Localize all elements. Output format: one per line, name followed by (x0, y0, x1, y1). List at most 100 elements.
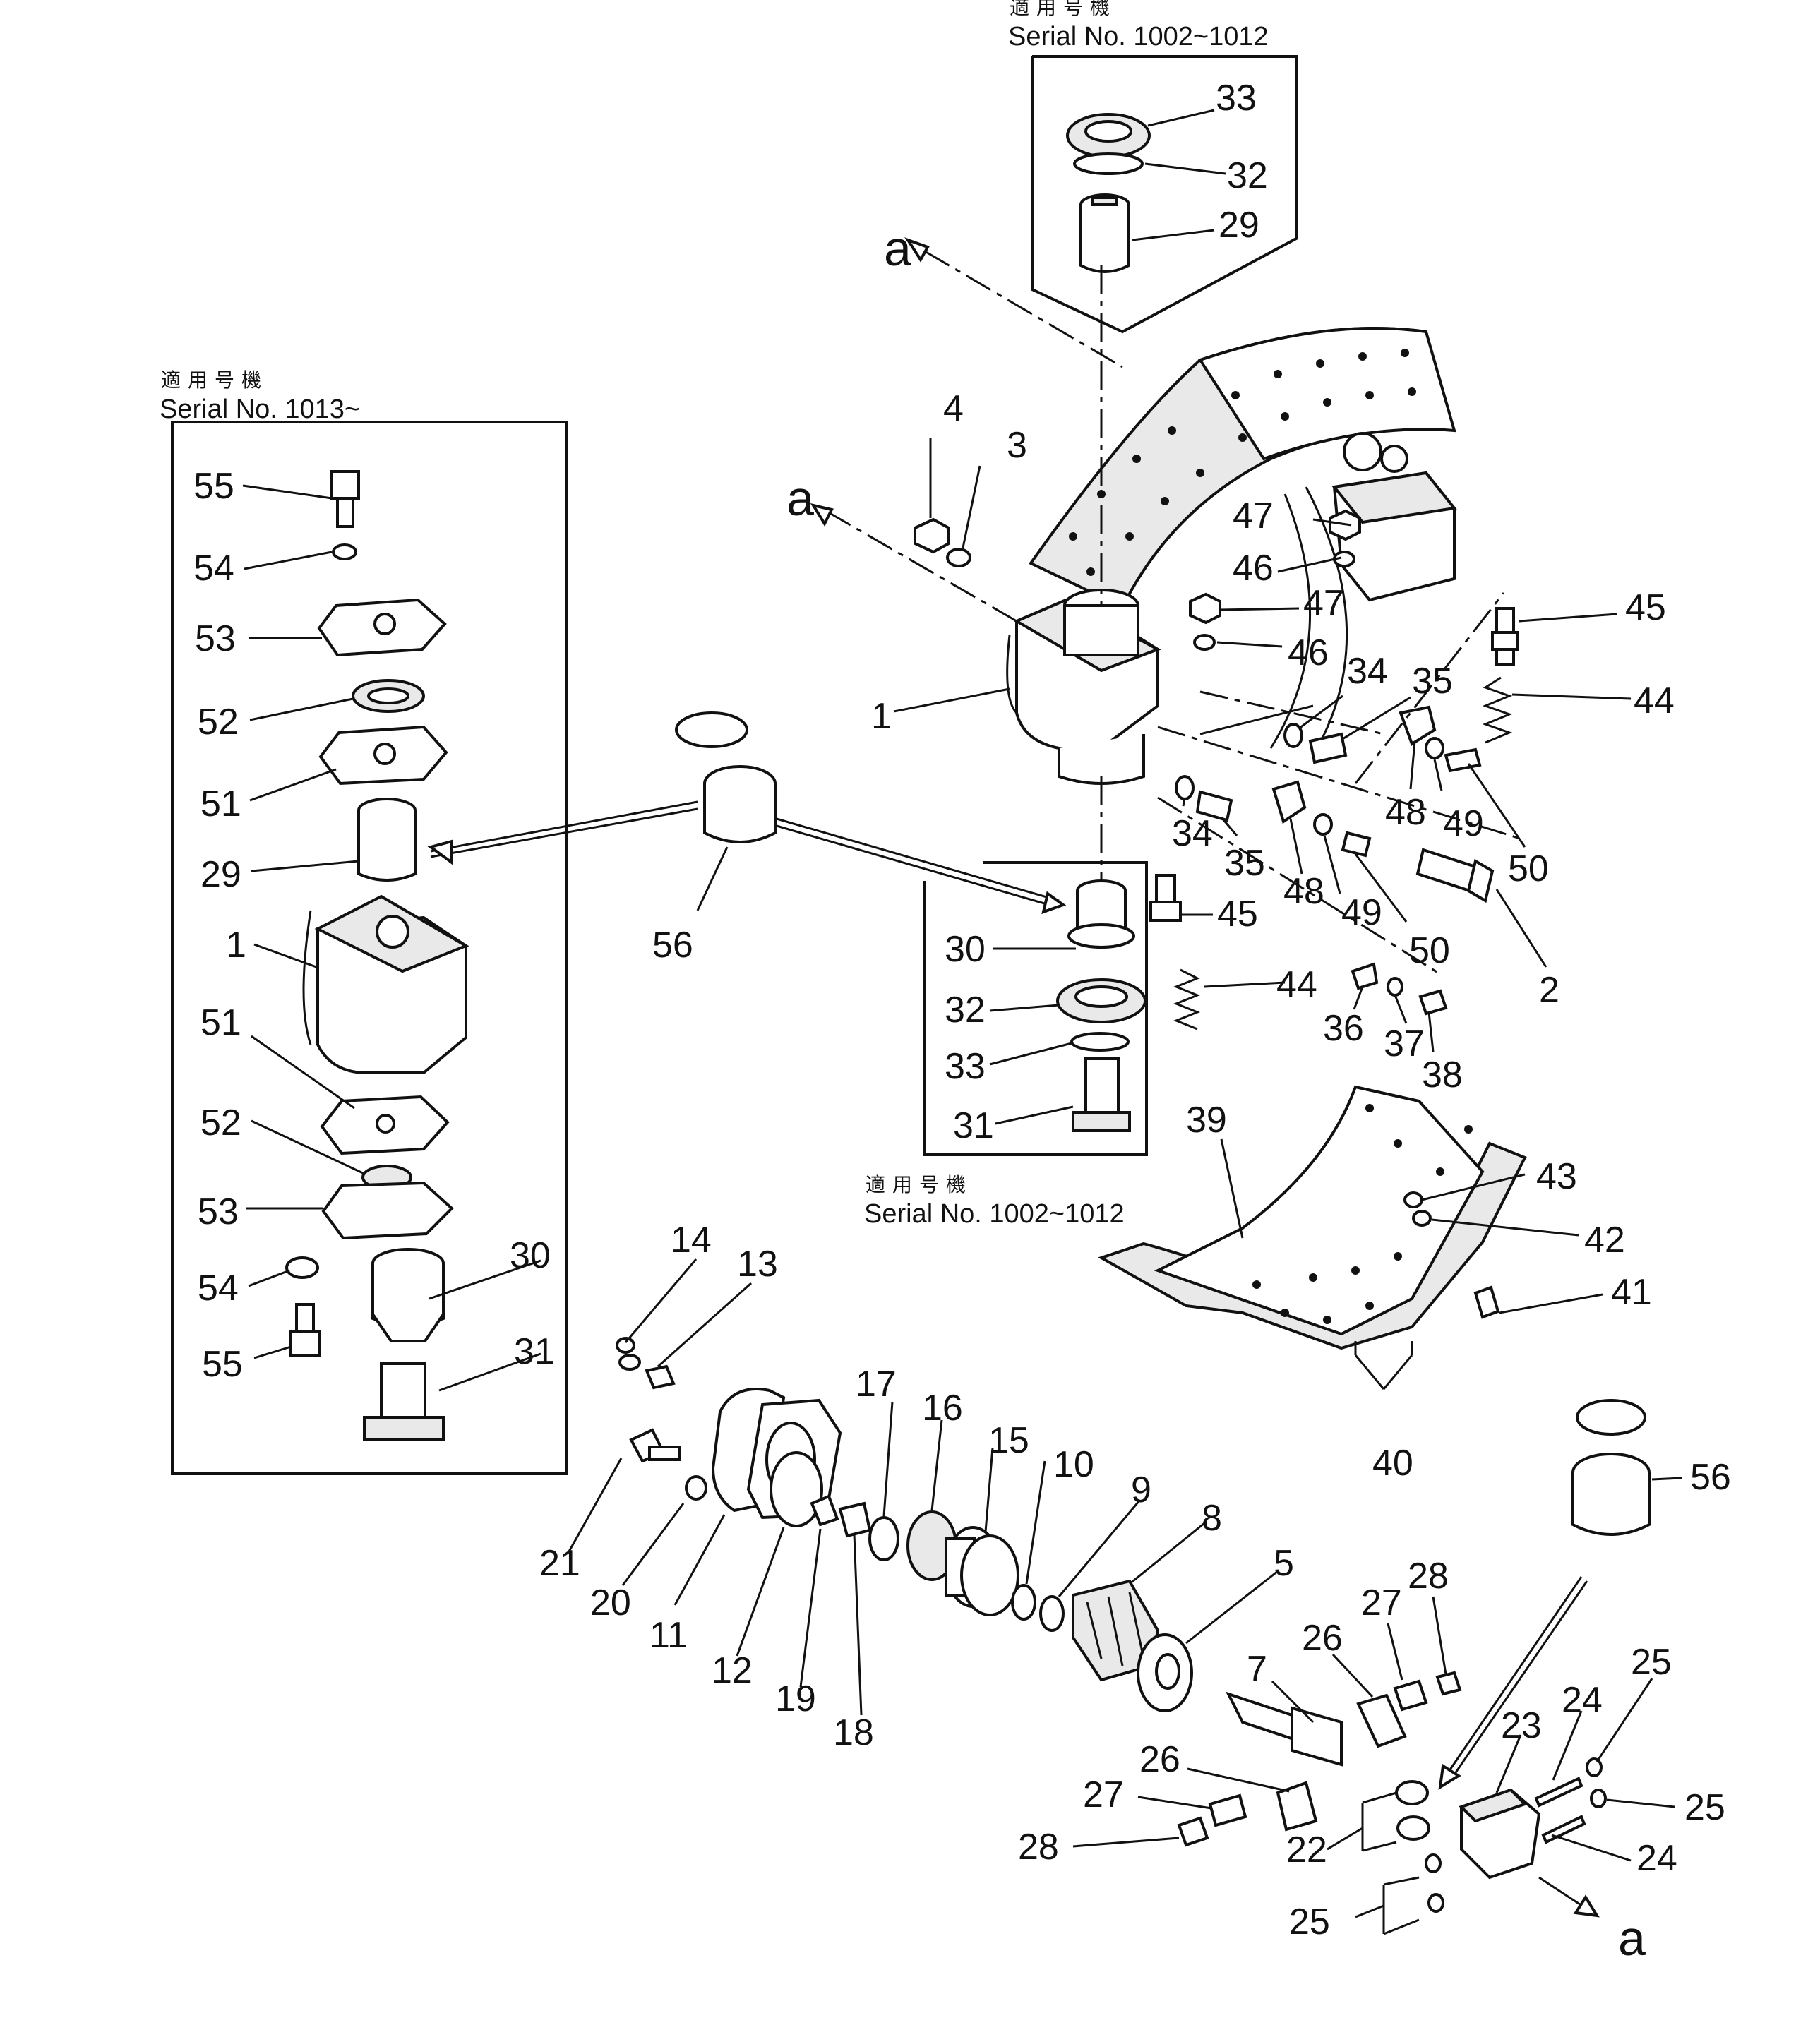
seal-17 (868, 1516, 899, 1561)
camshaft-31-left (363, 1362, 445, 1441)
label-41: 41 (1611, 1272, 1652, 1313)
washer-20 (685, 1475, 707, 1501)
label-47a: 47 (1233, 495, 1274, 536)
label-46a: 46 (1233, 548, 1274, 589)
label-23: 23 (1501, 1705, 1542, 1746)
label-3: 3 (1007, 425, 1027, 466)
label-19: 19 (775, 1678, 816, 1719)
label-32-top: 32 (1227, 155, 1268, 196)
label-48a: 48 (1385, 792, 1426, 833)
caption-left-jp: 適用号機 (161, 369, 268, 391)
bolt-21 (629, 1428, 681, 1463)
label-12: 12 (712, 1650, 753, 1691)
label-31-left: 31 (514, 1331, 555, 1372)
caption-top: 適用号機 Serial No. 1002~1012 (1008, 0, 1269, 52)
label-56b: 56 (1690, 1457, 1731, 1498)
label-10: 10 (1053, 1444, 1094, 1485)
label-53a: 53 (195, 618, 236, 659)
label-25b: 25 (1684, 1787, 1725, 1828)
bushing-29-top (1079, 193, 1130, 273)
label-52a: 52 (198, 702, 239, 743)
label-45b: 45 (1217, 894, 1258, 935)
ring-10 (1011, 1584, 1036, 1621)
label-50b: 50 (1409, 930, 1450, 971)
direction-mark-a-top: a (884, 221, 911, 276)
camshaft-31-mid (1072, 1057, 1131, 1132)
label-42: 42 (1584, 1220, 1625, 1261)
bolt-41 (1473, 1285, 1500, 1319)
label-39: 39 (1186, 1100, 1227, 1141)
label-7: 7 (1247, 1649, 1267, 1690)
label-25c: 25 (1289, 1901, 1330, 1942)
label-26a: 26 (1302, 1618, 1343, 1659)
label-47b: 47 (1303, 583, 1344, 624)
caption-left-serial: Serial No. 1013~ (160, 395, 360, 424)
label-24b: 24 (1636, 1838, 1677, 1879)
label-35b: 35 (1224, 843, 1265, 884)
label-51a: 51 (200, 783, 241, 824)
label-55a: 55 (193, 466, 234, 507)
washer-46-lower (1193, 634, 1216, 651)
label-8: 8 (1202, 1498, 1222, 1539)
label-31-mid: 31 (953, 1105, 994, 1146)
label-16: 16 (922, 1388, 963, 1429)
label-2: 2 (1539, 970, 1559, 1011)
caption-top-serial: Serial No. 1002~1012 (1008, 22, 1269, 52)
label-18: 18 (833, 1712, 874, 1753)
brake-shoe-lower (1098, 1085, 1527, 1350)
label-54b: 54 (198, 1268, 239, 1309)
label-37: 37 (1384, 1023, 1425, 1064)
label-40: 40 (1372, 1443, 1413, 1484)
plate-53-top (317, 598, 447, 657)
label-49a: 49 (1443, 803, 1484, 844)
oring-12 (770, 1451, 823, 1527)
label-30-left: 30 (510, 1235, 551, 1276)
nut-4 (914, 517, 950, 554)
inset-top-box (1031, 55, 1298, 334)
inset-left-box (171, 421, 568, 1475)
caption-top-jp: 適用号機 (1010, 0, 1117, 18)
oring-34-lower (1175, 775, 1195, 800)
fitting-45-lower (1149, 874, 1182, 922)
seal-33-top (1066, 113, 1151, 158)
washer-54-bottom (285, 1256, 319, 1279)
caption-bottom: 適用号機 Serial No. 1002~1012 (864, 1174, 1125, 1229)
washer-3 (946, 548, 971, 567)
flow-arrows (427, 237, 1600, 1918)
plate-53-bottom (321, 1181, 454, 1240)
seal-52-top (352, 679, 425, 713)
leader-lines (242, 109, 1682, 1935)
caption-bottom-serial: Serial No. 1002~1012 (864, 1199, 1125, 1229)
label-50a: 50 (1508, 848, 1549, 889)
label-32-mid: 32 (945, 990, 986, 1030)
ring-32-top (1073, 152, 1144, 175)
label-15: 15 (988, 1420, 1029, 1461)
clip-25-b (1590, 1789, 1607, 1808)
label-36: 36 (1323, 1008, 1364, 1049)
caption-left: 適用号機 Serial No. 1013~ (160, 369, 360, 424)
fitting-45-upper (1491, 607, 1519, 666)
label-53b: 53 (198, 1191, 239, 1232)
label-27b: 27 (1083, 1774, 1124, 1815)
spring-44-lower (1173, 968, 1201, 1030)
label-44b: 44 (1276, 964, 1317, 1005)
label-51b: 51 (200, 1002, 241, 1043)
label-38: 38 (1422, 1054, 1463, 1095)
bolt-38 (1418, 989, 1448, 1016)
label-21: 21 (539, 1543, 580, 1584)
link-26-upper (1356, 1693, 1407, 1748)
label-35a: 35 (1412, 661, 1453, 702)
spring-44-upper (1482, 676, 1513, 744)
label-30-mid: 30 (945, 929, 986, 970)
bolt-19 (810, 1494, 839, 1527)
washer-49-lower (1313, 813, 1333, 836)
label-45a: 45 (1625, 587, 1666, 628)
brake-lining-upper (1028, 327, 1456, 609)
label-48b: 48 (1283, 871, 1324, 912)
label-44a: 44 (1634, 680, 1675, 721)
label-54a: 54 (193, 548, 234, 589)
plate-27-lower (1208, 1793, 1247, 1827)
anchor-1-left (302, 894, 469, 1074)
label-22: 22 (1286, 1829, 1327, 1870)
